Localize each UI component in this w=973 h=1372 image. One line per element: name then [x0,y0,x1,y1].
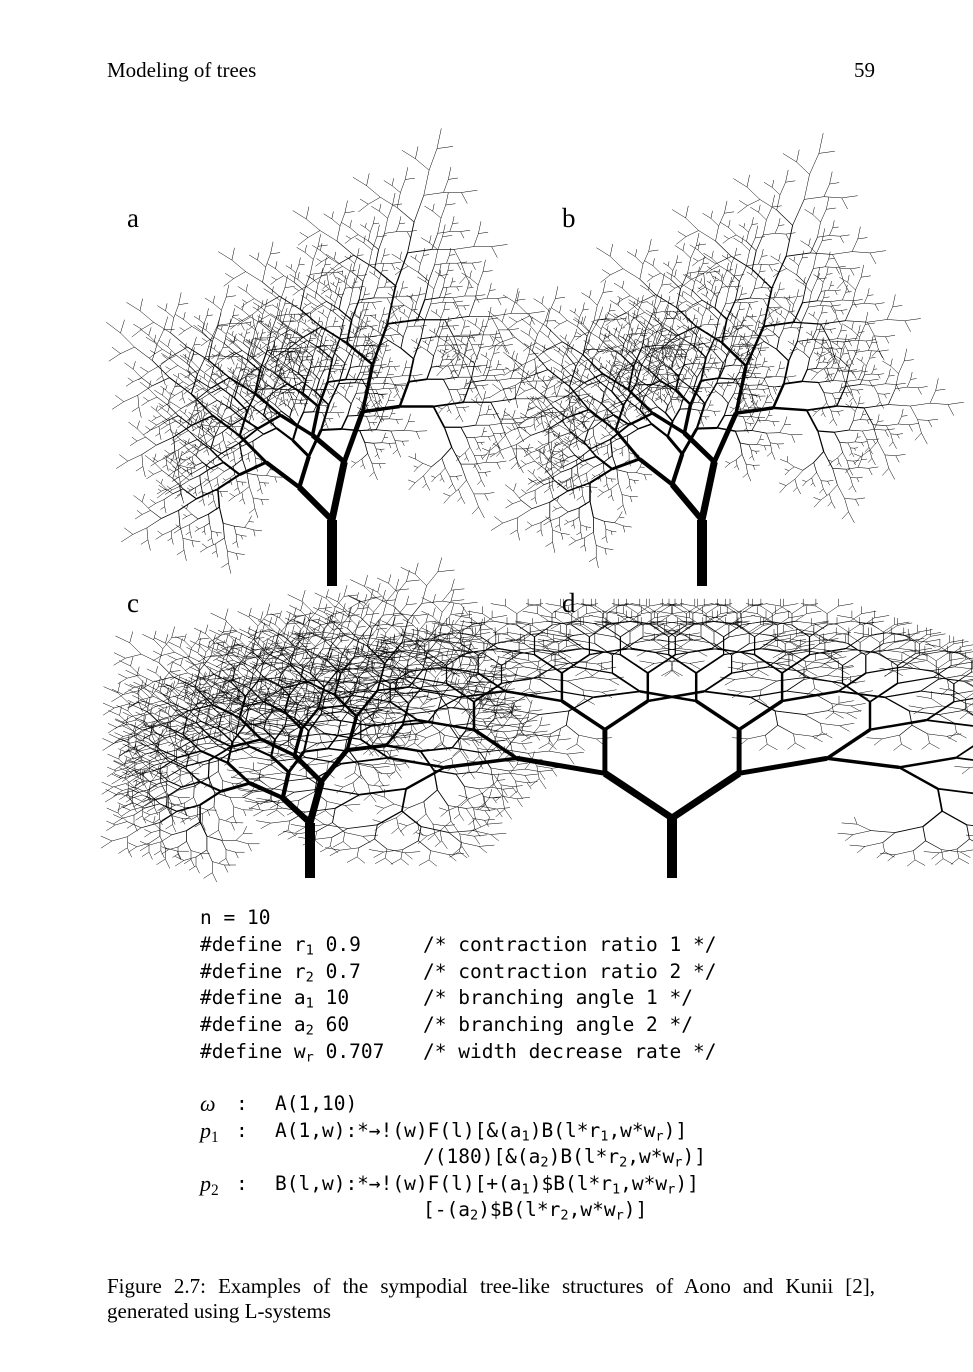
comment: /* branching angle 1 */ [423,986,694,1010]
rule-body: B(l,w):*→!(w)F(l)[+(a1)$B(l*r1,w*wr)] [275,1171,699,1197]
iterations-text: n = 10 [200,906,271,929]
rule-body: /(180)[&(a2)B(l*r2,w*wr)] [423,1145,706,1171]
rule-label: p2 [200,1170,219,1199]
figure-caption: Figure 2.7: Examples of the sympodial tr… [107,1274,875,1323]
subscript: 1 [305,995,314,1012]
rule-body: [-(a2)$B(l*r2,w*wr)] [423,1198,648,1224]
define-name: w [293,1039,306,1063]
define-name: a [293,1013,306,1037]
comment: /* width decrease rate */ [423,1039,717,1063]
tree-figures [100,128,973,883]
keyword: #define [200,932,294,956]
define-value: 0.7 [313,959,361,983]
define-name: r [293,932,306,956]
colon: : [236,1171,248,1195]
panel-label-c: c [127,588,139,618]
rule-label: ω [200,1091,216,1116]
running-header: Modeling of trees [107,58,257,82]
rule-body: A(1,w):*→!(w)F(l)[&(a1)B(l*r1,w*wr)] [275,1118,688,1144]
comment: /* contraction ratio 2 */ [423,959,717,983]
rule-body: A(1,10) [275,1092,358,1115]
tree-branches [100,128,973,883]
page-number: 59 [854,58,875,82]
define-value: 10 [313,986,350,1010]
subscript: 1 [305,942,314,959]
define-value: 0.707 [313,1039,385,1063]
define-name: r [293,959,306,983]
define-line: #define a1 10 /* branching angle 1 */ [200,985,693,1012]
panel-label-a: a [127,203,139,233]
keyword: #define [200,1039,294,1063]
panel-label-d: d [562,588,576,618]
colon: : [236,1092,248,1115]
keyword: #define [200,959,294,983]
define-line: #define a2 60 /* branching angle 2 */ [200,1012,693,1039]
comment: /* contraction ratio 1 */ [423,932,717,956]
define-line: #define wr 0.707 /* width decrease rate *… [200,1039,717,1066]
define-line: #define r2 0.7 /* contraction ratio 2 */ [200,959,717,986]
iterations-line: n = 10 [200,905,384,932]
subscript: 2 [305,1022,314,1039]
rule-label: p1 [200,1117,219,1146]
subscript: r [305,1049,314,1066]
colon: : [236,1118,248,1142]
panel-label-b: b [562,203,576,233]
keyword: #define [200,1013,294,1037]
comment: /* branching angle 2 */ [423,1013,694,1037]
define-value: 0.9 [313,932,361,956]
define-line: #define r1 0.9 /* contraction ratio 1 */ [200,932,717,959]
define-value: 60 [313,1013,350,1037]
define-block: n = 10#define r1 0.9/* contraction ratio… [200,905,717,1066]
keyword: #define [200,986,294,1010]
define-name: a [293,986,306,1010]
subscript: 2 [305,969,314,985]
